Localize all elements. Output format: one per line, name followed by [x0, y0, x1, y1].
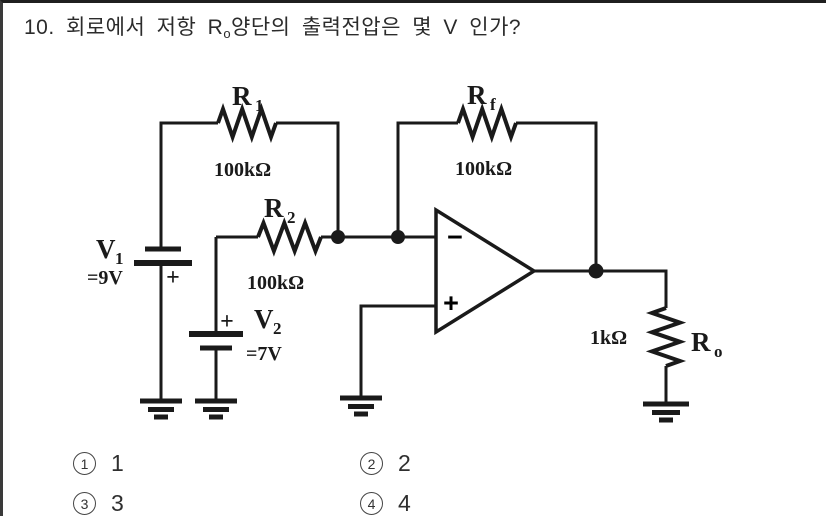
option-4-label: 4 — [398, 490, 411, 516]
resistor-r1-symbol — [216, 102, 278, 144]
circuit-wires — [159, 121, 668, 403]
opamp-symbol — [434, 206, 538, 336]
resistor-ro-label: R o — [691, 327, 723, 361]
option-4[interactable]: 4 4 — [360, 490, 411, 516]
resistor-ro-symbol — [645, 306, 687, 368]
svg-text:=7V: =7V — [246, 343, 282, 365]
svg-text:1: 1 — [255, 96, 264, 115]
option-4-circle[interactable]: 4 — [360, 492, 383, 515]
svg-text:R: R — [232, 81, 252, 111]
question-number: 10. — [24, 16, 55, 39]
resistor-ro-value: 1kΩ — [590, 327, 627, 349]
option-1[interactable]: 1 1 — [73, 450, 124, 477]
ground-icon-opamp — [340, 395, 382, 417]
resistor-rf-label: R f — [467, 80, 496, 114]
option-1-label: 1 — [111, 450, 124, 476]
circuit-diagram: − + R — [87, 80, 723, 423]
resistor-rf-value: 100kΩ — [455, 158, 512, 180]
option-1-circle[interactable]: 1 — [73, 452, 96, 475]
resistor-r1-label: R 1 — [232, 81, 264, 115]
svg-text:2: 2 — [287, 208, 296, 227]
ground-icon-v1 — [140, 398, 182, 420]
svg-text:R: R — [264, 193, 284, 223]
source-v1-label: V 1 =9V + — [87, 234, 180, 291]
opamp-noninverting-input-label: + — [443, 288, 459, 318]
option-2[interactable]: 2 2 — [360, 450, 411, 477]
svg-text:+: + — [166, 265, 180, 291]
source-v2-label: V 2 =7V + — [220, 304, 282, 365]
svg-text:V: V — [254, 304, 274, 334]
svg-text:R: R — [467, 80, 487, 110]
option-3[interactable]: 3 3 — [73, 490, 124, 516]
option-2-label: 2 — [398, 450, 411, 476]
ground-icon-v2 — [195, 398, 237, 420]
junction-dots — [331, 230, 604, 279]
question-title: 10. 회로에서 저항 Ro양단의 출력전압은 몇 V 인가? — [24, 14, 521, 47]
ground-icon-ro — [643, 401, 689, 423]
resistor-rf-symbol — [456, 102, 518, 144]
svg-text:f: f — [490, 95, 496, 114]
svg-text:R: R — [691, 327, 711, 357]
svg-text:1: 1 — [115, 249, 124, 268]
question-text-sub: o — [223, 26, 232, 41]
question-text-part2: 양단의 출력전압은 몇 V 인가? — [231, 16, 522, 39]
svg-text:o: o — [714, 342, 723, 361]
resistor-r2-value: 100kΩ — [247, 272, 304, 294]
svg-text:V: V — [96, 234, 116, 264]
question-text-part1: 회로에서 저항 R — [66, 16, 224, 39]
svg-text:2: 2 — [273, 319, 282, 338]
option-3-circle[interactable]: 3 — [73, 492, 96, 515]
svg-text:+: + — [220, 309, 234, 335]
option-2-circle[interactable]: 2 — [360, 452, 383, 475]
battery-v1-symbol — [134, 246, 192, 266]
resistor-r2-symbol — [256, 217, 323, 257]
option-3-label: 3 — [111, 490, 124, 516]
resistor-r2-label: R 2 — [264, 193, 296, 227]
battery-v2-symbol — [189, 331, 243, 351]
svg-text:=9V: =9V — [87, 267, 123, 289]
resistor-r1-value: 100kΩ — [214, 159, 271, 181]
opamp-inverting-input-label: − — [447, 222, 463, 252]
